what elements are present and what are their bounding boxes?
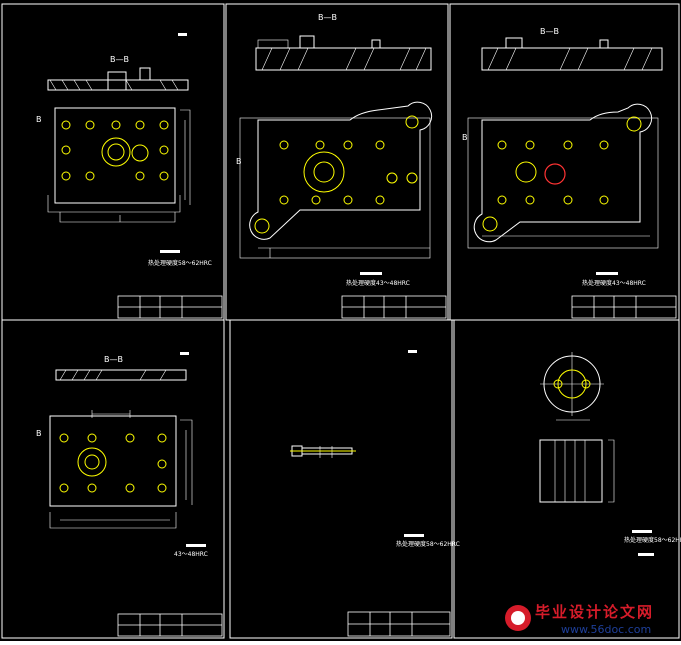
panel-frame-6 — [453, 319, 680, 639]
panel-frames — [1, 3, 680, 639]
punch-top-view — [540, 352, 604, 421]
highlight-hole — [544, 163, 566, 185]
hole-pattern — [61, 120, 169, 181]
section-label: B—B — [540, 27, 559, 36]
heat-treatment-note: 热处理硬度43～48HRC — [346, 279, 410, 287]
hole-pattern — [482, 116, 642, 232]
heat-treatment-note: 热处理硬度43～48HRC — [582, 279, 646, 287]
side-label: B — [36, 429, 42, 438]
panel-frame-4 — [1, 319, 225, 639]
section-view — [255, 35, 432, 71]
watermark-title: 毕业设计论文网 — [535, 603, 655, 621]
heat-treatment-note: 43～48HRC — [174, 551, 208, 558]
title-block — [341, 295, 447, 319]
panel-3: B—B B 热处理硬度43～48HRC — [462, 27, 677, 319]
title-block — [347, 611, 451, 637]
logo-icon — [505, 605, 531, 631]
plan-view — [467, 103, 659, 249]
plan-view — [47, 107, 191, 223]
plan-view — [49, 410, 193, 529]
panel-4: B—B B 43～48HRC — [36, 352, 223, 637]
punch-profile — [553, 369, 591, 399]
title-block — [571, 295, 677, 319]
watermark: 毕业设计论文网 www.56doc.com — [505, 601, 675, 639]
section-label: B—B — [110, 55, 129, 64]
section-label: B—B — [104, 355, 123, 364]
panel-5: 热处理硬度58～62HRC — [290, 350, 460, 637]
title-block — [117, 613, 223, 637]
panel-6: 热处理硬度58～62HRC — [539, 352, 681, 556]
side-label: B — [236, 157, 242, 166]
side-label: B — [462, 133, 468, 142]
punch-side-view — [539, 439, 615, 503]
heat-treatment-note: 热处理硬度58～62HRC — [624, 536, 681, 544]
heat-treatment-note: 热处理硬度58～62HRC — [148, 259, 212, 267]
panel-2: B—B B 热处理硬度43～48HRC — [236, 13, 447, 319]
section-view — [47, 67, 189, 91]
heat-treatment-note: 热处理硬度58～62HRC — [396, 540, 460, 548]
section-view — [481, 37, 663, 71]
watermark-url: www.56doc.com — [561, 623, 652, 636]
hole-pattern — [59, 433, 167, 493]
title-block — [117, 295, 223, 319]
side-label: B — [36, 115, 42, 124]
section-label: B—B — [318, 13, 337, 22]
plan-view — [239, 101, 433, 259]
panel-1: B—B B 热处理硬度58～62HRC — [36, 33, 223, 319]
section-view — [55, 369, 187, 381]
hole-pattern — [254, 115, 419, 234]
panel-frame-5 — [229, 319, 453, 639]
